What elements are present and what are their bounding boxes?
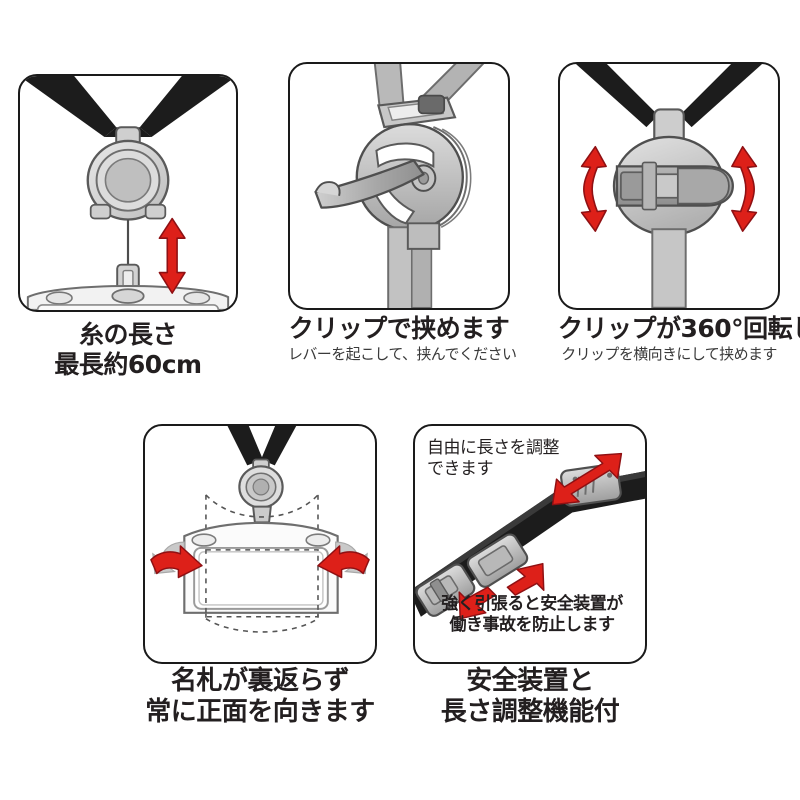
panel-5-inpanel-top-line2: できます bbox=[427, 458, 494, 479]
badge-card-holder-illustration bbox=[183, 426, 339, 633]
panel-4-caption-line2: 常に正面を向きます bbox=[145, 697, 375, 728]
panel-frame bbox=[558, 62, 780, 310]
panel-5-inpanel-bottom-line2: 働き事故を防止します bbox=[449, 614, 616, 635]
inward-arrow-left-icon bbox=[150, 545, 203, 579]
strap-buckle-illustration bbox=[415, 463, 645, 617]
panel-3-caption-sub: クリップを横向きにして挟めます bbox=[561, 344, 777, 363]
buckle-lower bbox=[415, 563, 476, 617]
panel-frame bbox=[18, 74, 238, 312]
panel-5-inpanel-bottom-text: 強く引張ると安全装置が 働き事故を防止します bbox=[421, 594, 643, 635]
inward-arrow-right-icon bbox=[317, 545, 370, 579]
panel-1-caption-line1: 糸の長さ bbox=[78, 320, 178, 349]
panel-reel-length: 糸の長さ 最長約60cm bbox=[18, 74, 238, 379]
vertical-double-arrow-icon bbox=[158, 217, 186, 294]
diagonal-double-arrow-icon bbox=[551, 452, 623, 506]
panel-clip-rotate: クリップが360°回転します クリップを横向きにして挟めます bbox=[558, 62, 800, 362]
curved-rotation-arrow-right-icon bbox=[731, 145, 758, 232]
panel-4-caption: 名札が裏返らず 常に正面を向きます bbox=[143, 666, 377, 728]
panel-5-caption: 安全装置と 長さ調整機能付 bbox=[413, 666, 647, 728]
rotating-clip-illustration bbox=[575, 64, 763, 308]
panel-5-inpanel-top-line1: 自由に長さを調整 bbox=[427, 438, 560, 458]
buckle-upper bbox=[560, 463, 622, 507]
panel-5-caption-line1: 安全装置と bbox=[466, 666, 594, 696]
clip-lever-illustration bbox=[314, 64, 485, 308]
safety-release-arrow-icon bbox=[458, 562, 545, 620]
panel-4-caption-line1: 名札が裏返らず bbox=[171, 666, 349, 696]
curved-rotation-arrows bbox=[580, 145, 758, 232]
rotation-arrows bbox=[150, 541, 370, 579]
reel-badge-holder-illustration bbox=[20, 76, 236, 310]
panel-3-caption: クリップが360°回転します クリップを横向きにして挟めます bbox=[558, 314, 800, 363]
panel-badge-front-facing bbox=[143, 424, 377, 664]
panel-safety-buckle: 自由に長さを調整 できます 強く引張ると安全装置が 働き事故を防止します bbox=[413, 424, 647, 664]
panel-clip-attach: クリップで挟めます レバーを起こして、挟んでください bbox=[288, 62, 517, 362]
curved-rotation-arrow-left-icon bbox=[580, 145, 607, 232]
panel-frame: 自由に長さを調整 できます 強く引張ると安全装置が 働き事故を防止します bbox=[413, 424, 647, 664]
panel-3-caption-main: クリップが360°回転します bbox=[558, 314, 800, 343]
panel-5-caption-line2: 長さ調整機能付 bbox=[440, 697, 620, 728]
panel-2-caption-sub: レバーを起こして、挟んでください bbox=[288, 344, 517, 363]
adjust-arrows bbox=[458, 452, 623, 620]
panel-1-caption: 糸の長さ 最長約60cm bbox=[18, 320, 238, 379]
panel-1-caption-line2: 最長約60cm bbox=[54, 349, 202, 379]
panel-5-inpanel-bottom-line1: 強く引張ると安全装置が bbox=[441, 594, 623, 614]
panel-2-caption-main: クリップで挟めます bbox=[288, 314, 510, 343]
panel-5-inpanel-top-text: 自由に長さを調整 できます bbox=[427, 438, 560, 479]
panel-2-caption: クリップで挟めます レバーを起こして、挟んでください bbox=[288, 314, 517, 363]
panel-frame bbox=[143, 424, 377, 664]
buckle-middle bbox=[466, 533, 529, 588]
panel-frame bbox=[288, 62, 510, 310]
